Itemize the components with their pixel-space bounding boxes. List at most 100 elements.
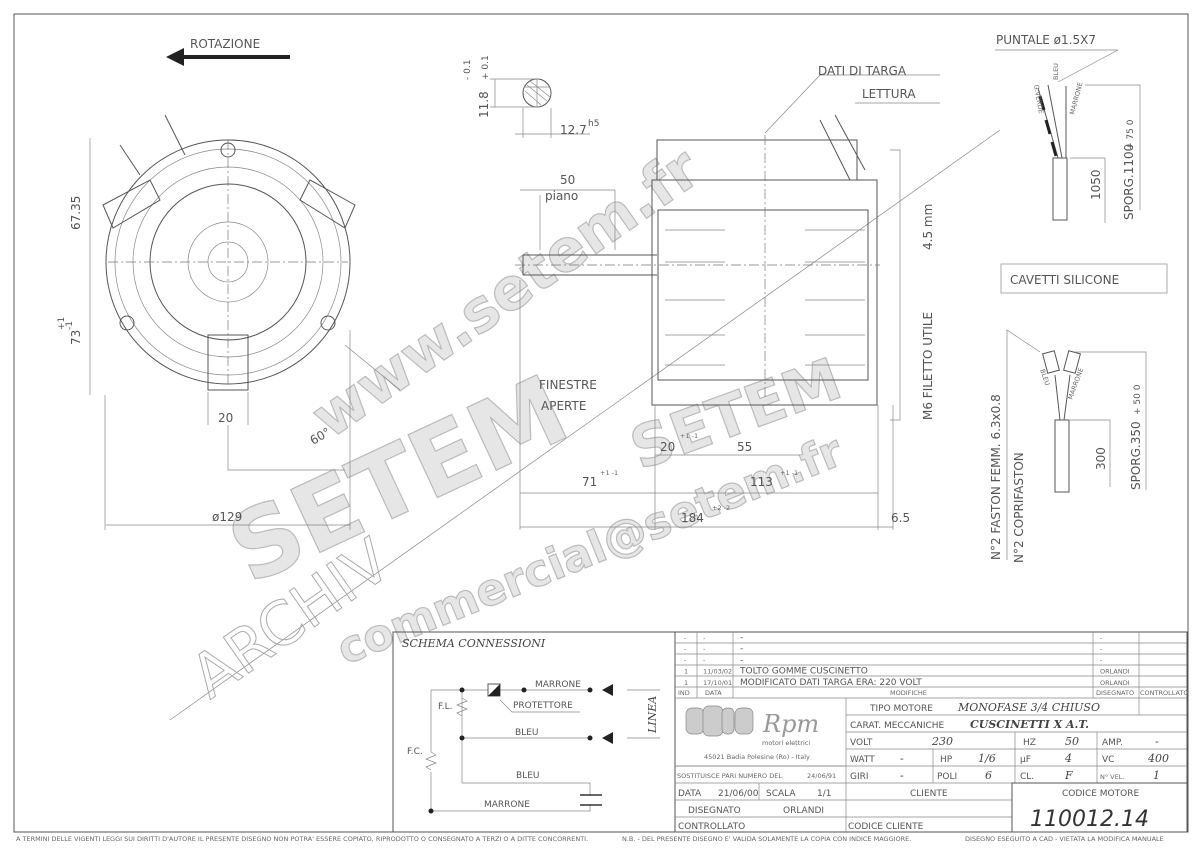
footer-note: N.B. - DEL PRESENTE DISEGNO E' VALIDA SO… [622,835,911,843]
wire-bleu-top: BLEU [1052,63,1060,80]
label-thread-depth: 4.5 mm [921,204,935,250]
shaft-tol-minus: - 0.1 [463,60,473,80]
poli-value: 6 [985,769,992,782]
label-piano: piano [545,189,578,203]
cavetti-silicone-box: CAVETTI SILICONE [1000,263,1168,294]
rotation-label: ROTAZIONE [190,37,260,51]
dim-sporg-1100: SPORG.1100 [1122,144,1136,220]
dim-184-tol: +2 -2 [712,504,730,512]
hz-label: HZ [1023,738,1036,748]
schema-fc: F.C. [407,747,423,757]
giri-value: - [900,769,904,782]
revision-ind: 1 [684,668,688,676]
carat-label: CARAT. MECCANICHE [850,721,945,731]
revision-ind: - [684,656,687,664]
revision-mod: - [740,633,743,643]
rev-header-data: DATA [705,689,722,697]
vel-label: N° VEL. [1100,773,1124,781]
revision-dis: - [1100,656,1103,664]
schema-fl: F.L. [438,702,452,712]
rev-header-ind: IND [678,689,690,697]
wire-g-verde: G.VERDE [1032,84,1045,114]
tipo-motore-value: MONOFASE 3/4 CHIUSO [957,701,1100,714]
giri-label: GIRI [850,772,869,782]
watt-value: - [900,752,904,765]
shaft-tol-plus: + 0.1 [481,55,491,80]
cl-value: F [1064,769,1073,782]
revision-dis: - [1100,634,1103,642]
dim-20-side: 20 [660,440,675,454]
schema-bleu-cap: BLEU [516,771,539,781]
label-finestre: FINESTRE [539,378,597,392]
dim-6-5: 6.5 [891,511,910,525]
label-thread: M6 FILETTO UTILE [921,312,935,420]
cable-detail-bottom: N°2 FASTON FEMM. 6.3x0.8 N°2 COPRIFASTON… [989,329,1147,563]
disegnato-value: ORLANDI [783,806,824,816]
dim-73-tol-plus: +1 [57,317,67,330]
wire-bleu-bottom: BLEU [1038,368,1051,387]
codice-motore-value: 110012.14 [1030,807,1149,832]
amp-value: - [1155,735,1159,748]
volt-label: VOLT [850,738,873,748]
revision-dis: - [1100,645,1103,653]
vc-value: 400 [1147,752,1169,765]
schema-linea: LINEA [646,696,659,734]
revision-dis: ORLANDI [1100,679,1130,687]
dim-71: 71 [582,475,597,489]
revision-row: ---- [684,644,1103,654]
uf-label: µF [1020,755,1031,765]
uf-value: 4 [1064,752,1072,765]
controllato-label: CONTROLLATO [678,822,745,832]
dim-20-front: 20 [218,411,233,425]
amp-label: AMP. [1102,738,1123,748]
label-lettura: LETTURA [862,87,916,101]
label-coprifaston: N°2 COPRIFASTON [1012,452,1026,563]
dim-300: 300 [1094,447,1108,470]
revision-mod: - [740,655,743,665]
motor-side-view: DATI DI TARGA LETTURA 50 piano FINESTRE … [515,64,940,530]
shaft-flat: 12.7 [560,123,587,137]
vc-label: VC [1102,755,1114,765]
revision-ind: - [684,645,687,653]
rev-header-disegnato: DISEGNATO [1096,689,1134,697]
schema-protettore: PROTETTORE [513,701,573,711]
revision-data: 17/10/01 [703,679,732,687]
data-label: DATA [678,789,702,799]
revision-data: - [703,656,706,664]
scala-label: SCALA [766,789,796,799]
rev-header-modifiche: MODIFICHE [890,689,927,697]
company-address: 45021 Badia Polesine (Ro) - Italy [704,753,810,761]
revision-mod: TOLTO GOMME CUSCINETTO [739,667,868,677]
revision-ind: - [684,634,687,642]
dim-184: 184 [681,511,704,525]
logo-subtitle: motori elettrici [762,739,810,747]
sostituisce-value: 24/06/91 [807,772,836,780]
wire-marrone-top: MARRONE [1068,81,1084,115]
watt-label: WATT [850,755,875,765]
revision-data: - [703,645,706,653]
revision-data: 11/03/02 [703,668,732,676]
cable-detail-top: PUNTALE ø1.5X7 G.VERDE BLEU MARRONE 1050… [995,33,1141,223]
codice-cliente-label: CODICE CLIENTE [848,822,924,832]
dim-67-35: 67.35 [69,196,83,230]
dim-sporg-350-tol: + 50 0 [1133,384,1143,415]
revision-row: ---- [684,655,1103,665]
poli-label: POLI [937,772,957,782]
label-aperte: APERTE [541,399,586,413]
arrow-left-icon [166,48,184,66]
tipo-motore-label: TIPO MOTORE [869,704,933,714]
dim-73-tol-minus: -1 [65,321,75,330]
sostituisce-label: SOSTITUISCE PARI NUMERO DEL [677,772,782,780]
revision-data: - [703,634,706,642]
vel-value: 1 [1153,769,1160,782]
label-faston: N°2 FASTON FEMM. 6.3x0.8 [989,394,1003,560]
dim-113-tol: +1 -1 [780,469,798,477]
rev-header-controllato: CONTROLLATO [1140,689,1189,697]
label-dati-targa: DATI DI TARGA [818,64,907,78]
capacitor-icon [580,794,602,806]
dim-113: 113 [750,475,773,489]
hz-value: 50 [1065,735,1079,748]
footer-cad: DISEGNO ESEGUITO A CAD - VIETATA LA MODI… [965,835,1164,843]
volt-value: 230 [931,735,953,748]
